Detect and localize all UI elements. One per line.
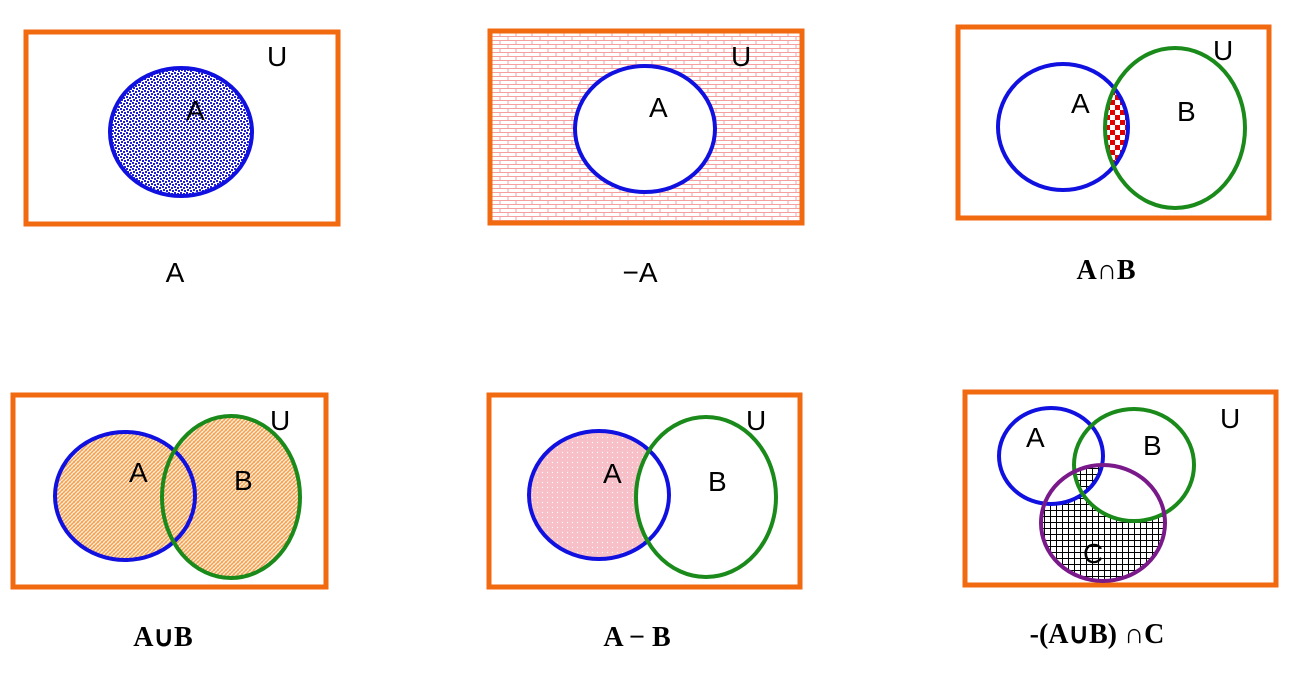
- diagram-a: A U A: [23, 29, 341, 288]
- universe-box: [955, 24, 1272, 221]
- caption: A: [166, 257, 185, 288]
- universe-label: U: [746, 405, 766, 436]
- set-b-circle: [160, 414, 302, 580]
- set-b-label: B: [708, 466, 727, 497]
- set-a-label: A: [649, 92, 668, 123]
- caption: −A: [622, 257, 657, 288]
- caption: A − B: [603, 622, 670, 653]
- diagram-complement-a: A U −A: [487, 28, 805, 288]
- universe-label: U: [1213, 35, 1233, 66]
- set-a-circle: [996, 62, 1130, 192]
- set-a-label: A: [186, 95, 205, 126]
- set-b-label: B: [1177, 96, 1196, 127]
- difference-region: [529, 431, 669, 559]
- set-a-circle: [108, 66, 254, 198]
- universe-box: [23, 29, 341, 227]
- set-b-label: B: [234, 465, 253, 496]
- set-a-fill: [55, 432, 195, 560]
- set-a-label: A: [1071, 88, 1090, 119]
- caption: A∩B: [1076, 255, 1135, 286]
- set-b-circle: [1072, 407, 1196, 523]
- set-a-label: A: [129, 457, 148, 488]
- universe-label: U: [1220, 403, 1240, 434]
- set-a-circle: [53, 430, 197, 562]
- universe-label: U: [731, 41, 751, 72]
- set-b-label: B: [1143, 430, 1162, 461]
- diagram-union: A B U A∪B: [10, 392, 329, 653]
- set-a-circle: [997, 406, 1105, 506]
- caption: -(A∪B) ∩C: [1030, 619, 1165, 650]
- set-a-circle: [527, 429, 671, 561]
- set-a-label: A: [603, 458, 622, 489]
- set-b-circle: [634, 415, 778, 579]
- caption: A∪B: [133, 622, 192, 653]
- set-a-label: A: [1026, 422, 1045, 453]
- universe-box: [962, 389, 1279, 588]
- diagram-intersection: A B U A∩B: [955, 24, 1272, 286]
- set-a-circle: [573, 64, 717, 194]
- set-b-circle: [1103, 46, 1247, 210]
- set-b-fill: [162, 416, 300, 578]
- diagram-difference: A B U A − B: [486, 392, 803, 653]
- diagram-complement-union-intersect-c: A B C U -(A∪B) ∩C: [962, 389, 1279, 650]
- set-c-label: C: [1083, 538, 1103, 569]
- set-c-circle: [1039, 463, 1167, 583]
- universe-label: U: [270, 405, 290, 436]
- universe-label: U: [267, 41, 287, 72]
- universe-box: [10, 392, 329, 590]
- universe-box: [486, 392, 803, 590]
